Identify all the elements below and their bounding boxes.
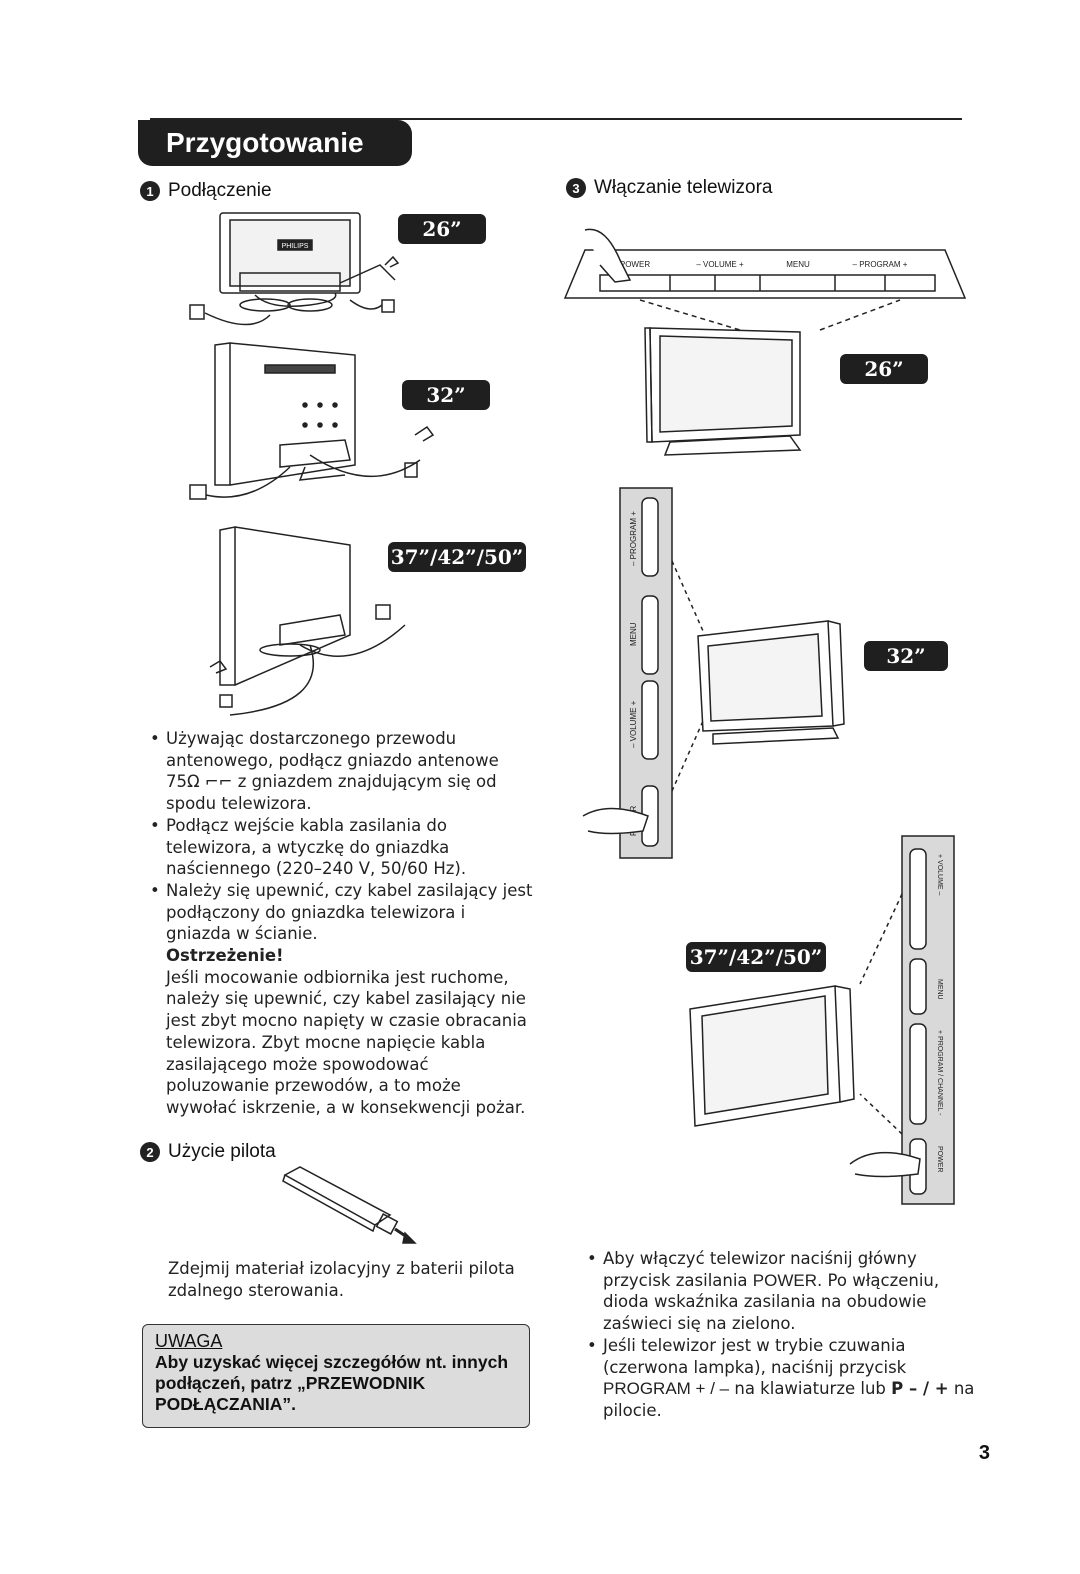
panel37-volume-label: + VOLUME – [936, 854, 943, 896]
panel37-menu-label: MENU [936, 979, 943, 1000]
panel37-power-label: POWER [936, 1146, 943, 1172]
panel32-program-label: – PROGRAM + [629, 511, 638, 566]
warning-text: Jeśli mocowanie odbiornika jest ruchome,… [166, 967, 527, 1117]
page-title: Przygotowanie [138, 120, 412, 166]
section1-heading: 1 Podłączenie [140, 180, 272, 202]
badge-32-power: 32” [864, 641, 948, 671]
section3-number: 3 [566, 178, 586, 198]
note-text: Aby uzyskać więcej szczegółów nt. innych… [155, 1352, 509, 1414]
page-number: 3 [978, 1442, 990, 1464]
badge-26-connection: 26” [398, 214, 486, 244]
badge-37-connection: 37”/42”/50” [388, 542, 526, 572]
tv-32-back-illustration [189, 342, 435, 500]
header-rule [150, 118, 962, 120]
program-key-label: PROGRAM + / – [603, 1379, 730, 1399]
section3-body: Aby włączyć telewizor naciśnij główny pr… [585, 1248, 975, 1422]
list-item: Należy się upewnić, czy kabel zasilający… [148, 880, 533, 945]
section1-number: 1 [140, 181, 160, 201]
list-item: Jeśli telewizor jest w trybie czuwania (… [585, 1335, 975, 1422]
list-item: Aby włączyć telewizor naciśnij główny pr… [585, 1248, 975, 1335]
panel32-menu-label: MENU [629, 622, 638, 646]
section2-text: Zdejmij materiał izolacyjny z baterii pi… [168, 1259, 515, 1300]
note-box: UWAGA Aby uzyskać więcej szczegółów nt. … [142, 1324, 530, 1428]
tv-37-front-illustration: + VOLUME – MENU + PROGRAM / CHANNEL - PO… [689, 835, 955, 1205]
section3-title: Włączanie telewizora [594, 177, 773, 198]
badge-26-power: 26” [840, 354, 928, 384]
section2-number: 2 [140, 1142, 160, 1162]
power-key-label: POWER [752, 1270, 818, 1290]
section2-title: Użycie pilota [168, 1141, 276, 1162]
panel26-menu-label: MENU [786, 260, 810, 269]
section3-heading: 3 Włączanie telewizora [566, 177, 772, 199]
badge-37-power: 37”/42”/50” [686, 942, 826, 972]
panel26-program-label: – PROGRAM + [853, 260, 908, 269]
tv-32-front-illustration: – PROGRAM + MENU – VOLUME + POWER [582, 487, 845, 859]
list-item: Używając dostarczonego przewodu antenowe… [148, 728, 533, 815]
note-title: UWAGA [155, 1331, 223, 1351]
remote-illustration [282, 1166, 417, 1244]
section1-title: Podłączenie [168, 180, 272, 201]
panel37-program-label: + PROGRAM / CHANNEL - [936, 1030, 943, 1116]
list-item: Podłącz wejście kabla zasilania do telew… [148, 815, 533, 880]
tv-37-back-illustration [209, 526, 406, 716]
panel26-power-label: POWER [620, 260, 650, 269]
tv-26-front-illustration: POWER – VOLUME + MENU – PROGRAM + [563, 228, 967, 456]
section2-heading: 2 Użycie pilota [140, 1141, 276, 1163]
warning-title: Ostrzeżenie! [166, 946, 284, 966]
badge-32-connection: 32” [402, 380, 490, 410]
section1-body: Używając dostarczonego przewodu antenowe… [148, 728, 533, 1119]
remote-key-label: P – / + [891, 1379, 949, 1399]
panel32-volume-label: – VOLUME + [629, 700, 638, 748]
tv-brand-label: PHILIPS [282, 243, 309, 250]
connection-illustrations: PHILIPS [189, 212, 435, 716]
tv-26-back-illustration: PHILIPS [189, 212, 400, 326]
panel26-volume-label: – VOLUME + [696, 260, 744, 269]
